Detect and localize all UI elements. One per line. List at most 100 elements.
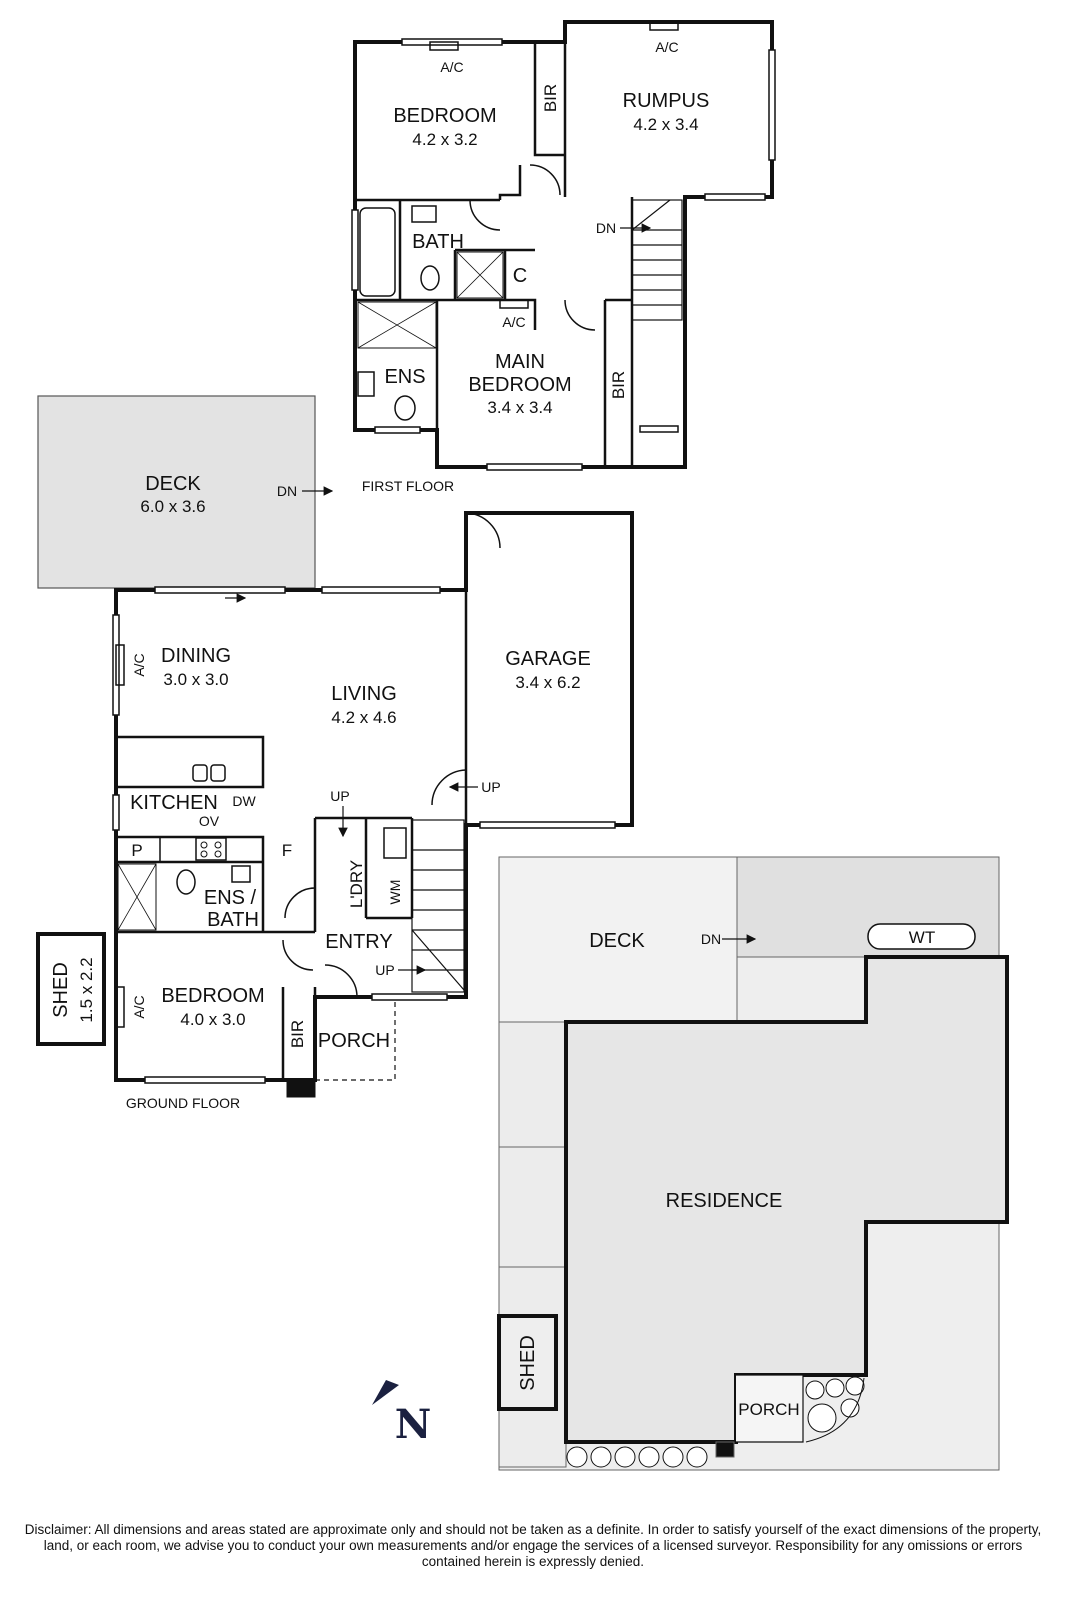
stairs-ground-floor xyxy=(411,819,465,993)
north-arrow: N xyxy=(372,1380,431,1448)
site-plan xyxy=(497,856,1009,1471)
window xyxy=(112,794,120,831)
ac-label: A/C xyxy=(131,653,147,676)
site-shed xyxy=(497,1314,558,1411)
ac-label: A/C xyxy=(440,59,463,75)
ac-unit xyxy=(115,986,125,1028)
stairs-first-floor xyxy=(631,199,683,321)
sink xyxy=(210,764,226,782)
water-tank-label: WT xyxy=(909,928,935,947)
site-dn-label: DN xyxy=(701,931,721,947)
door xyxy=(431,769,467,806)
bir-label: BIR xyxy=(541,84,560,112)
toilet xyxy=(176,869,196,895)
site-deck xyxy=(498,856,738,1023)
first-floor-label: FIRST FLOOR xyxy=(362,478,454,494)
basin xyxy=(231,865,251,883)
site-deck-label: DECK xyxy=(589,930,645,952)
bedroom-dims: 4.0 x 3.0 xyxy=(180,1010,245,1029)
bathtub xyxy=(359,207,396,297)
shower xyxy=(357,301,437,349)
window xyxy=(768,49,776,161)
dining-label: DINING xyxy=(161,645,231,667)
ens-bath-label: BATH xyxy=(207,909,259,931)
kitchen-label: KITCHEN xyxy=(130,792,218,814)
shed-ground xyxy=(36,932,106,1046)
rumpus-dims: 4.2 x 3.4 xyxy=(633,115,698,134)
laundry-label: L'DRY xyxy=(347,860,366,908)
column xyxy=(715,1441,735,1458)
garden-shrubs xyxy=(566,1376,865,1468)
window xyxy=(144,1076,266,1084)
shower xyxy=(456,251,504,299)
bedroom-dims: 4.2 x 3.2 xyxy=(412,130,477,149)
door xyxy=(284,887,316,919)
dishwasher-label: DW xyxy=(232,793,256,809)
ac-label: A/C xyxy=(655,39,678,55)
deck-dn-label: DN xyxy=(277,483,297,499)
ens-bath-label: ENS / xyxy=(204,887,257,909)
site-porch-label: PORCH xyxy=(738,1400,799,1419)
wm-label: WM xyxy=(387,880,403,905)
stair-up-label: UP xyxy=(375,962,394,978)
door xyxy=(324,964,358,998)
shed-dims: 1.5 x 2.2 xyxy=(77,957,96,1022)
main-bedroom-dims: 3.4 x 3.4 xyxy=(487,398,552,417)
ac-unit xyxy=(649,21,679,31)
site-porch xyxy=(736,1374,804,1443)
window xyxy=(154,586,286,594)
door xyxy=(529,164,561,196)
fridge-label: F xyxy=(282,841,292,860)
shed-label: SHED xyxy=(50,962,72,1018)
north-arrow-icon xyxy=(372,1380,399,1405)
ac-label: A/C xyxy=(502,314,525,330)
porch-label: PORCH xyxy=(318,1030,390,1052)
main-bedroom-label: MAIN xyxy=(495,351,545,373)
bath-label: BATH xyxy=(412,231,464,253)
water-tank xyxy=(867,923,976,950)
window xyxy=(704,193,766,201)
residence-label: RESIDENCE xyxy=(666,1190,783,1212)
door xyxy=(465,512,501,549)
toilet xyxy=(394,395,416,421)
door xyxy=(564,299,596,331)
basin xyxy=(411,205,437,223)
main-bedroom-label: BEDROOM xyxy=(468,374,571,396)
oven-label: OV xyxy=(199,813,220,829)
ac-unit xyxy=(429,41,459,51)
window xyxy=(486,463,583,471)
garage-door xyxy=(479,821,616,829)
column xyxy=(286,1079,316,1098)
residence-footprint xyxy=(564,955,1009,1444)
ac-unit xyxy=(499,299,529,309)
rumpus-label: RUMPUS xyxy=(623,90,710,112)
cupboard-label: C xyxy=(513,265,527,287)
bir-label: BIR xyxy=(288,1020,307,1048)
window xyxy=(371,993,448,1001)
door xyxy=(469,199,501,231)
entry-label: ENTRY xyxy=(325,931,392,953)
stair-up-label: UP xyxy=(330,788,349,804)
living-label: LIVING xyxy=(331,683,397,705)
ground-floor-label: GROUND FLOOR xyxy=(126,1095,240,1111)
stair-dn-label: DN xyxy=(596,220,616,236)
bedroom-label: BEDROOM xyxy=(161,985,264,1007)
bedroom-label: BEDROOM xyxy=(393,105,496,127)
ground-floor xyxy=(36,511,634,1098)
dining-dims: 3.0 x 3.0 xyxy=(163,670,228,689)
deck-dims: 6.0 x 3.6 xyxy=(140,497,205,516)
pantry-label: P xyxy=(131,841,142,860)
disclaimer-text: Disclaimer: All dimensions and areas sta… xyxy=(24,1522,1042,1569)
north-label: N xyxy=(395,1401,432,1448)
window xyxy=(639,425,679,433)
ensuite-label: ENS xyxy=(384,366,425,388)
living-dims: 4.2 x 4.6 xyxy=(331,708,396,727)
ac-unit xyxy=(115,644,125,686)
site-shed-label: SHED xyxy=(517,1335,539,1391)
sink xyxy=(192,764,208,782)
window xyxy=(321,586,441,594)
garage-up-label: UP xyxy=(481,779,500,795)
window xyxy=(351,209,359,291)
first-floor xyxy=(37,20,776,589)
